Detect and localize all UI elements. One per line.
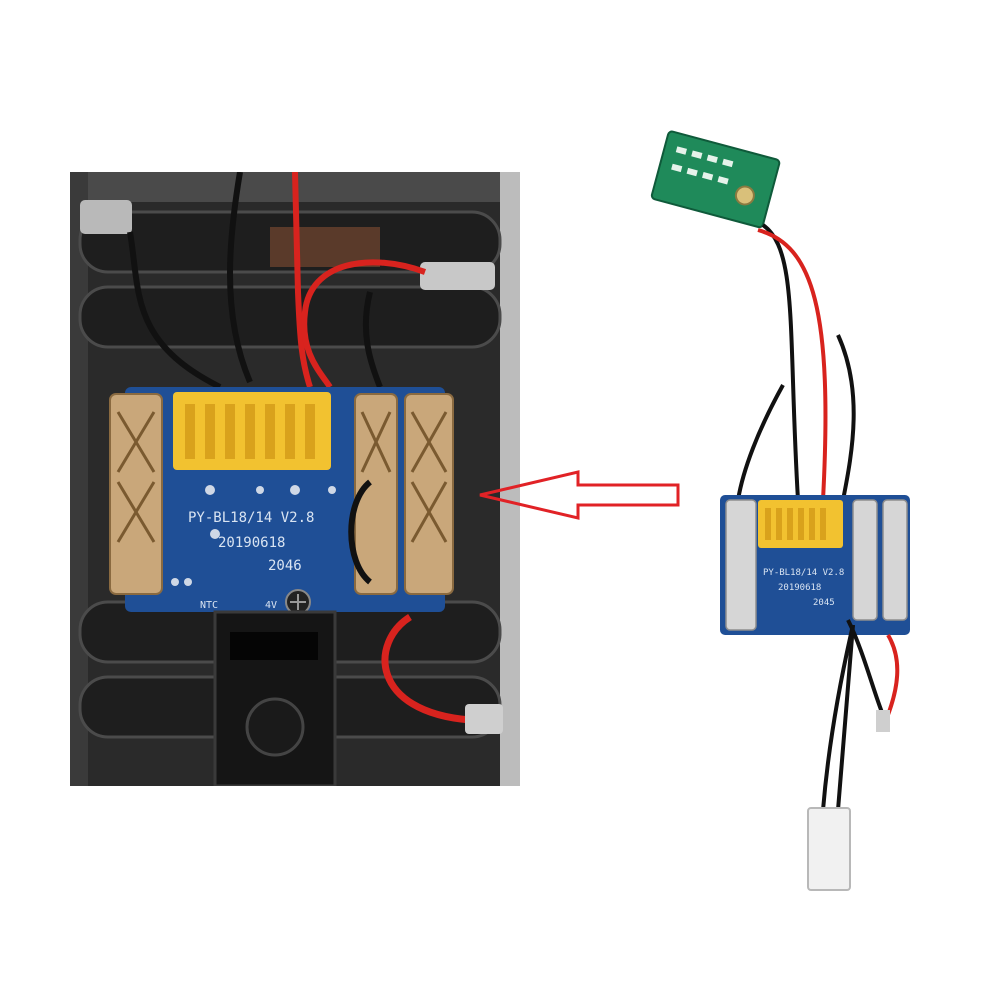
board-model-label: PY-BL18/14 V2.8 [188,510,314,526]
board-date-label: 20190618 [778,583,821,593]
red-wire [884,633,900,721]
board-date-label: 20190618 [218,535,285,551]
black-wire [761,223,800,501]
black-wire [127,231,222,390]
ntc-pad-label: NTC [200,600,218,611]
wire-tip [876,710,890,732]
terminal-right [404,393,454,595]
terminal-right [882,499,908,621]
red-wire [757,228,828,501]
push-button [734,185,755,206]
red-wire [292,172,313,388]
red-arrow [478,470,682,520]
black-wire [836,334,856,501]
cell-tab [80,200,132,234]
black-wire [362,291,383,389]
red-wire [301,259,427,389]
4v-pad-label: 4V [265,600,277,611]
black-wire [736,384,785,501]
arrow-left-icon [479,470,680,520]
black-wire [821,624,855,811]
terminal-left [725,499,757,631]
standalone-board-photo: PY-BL18/14 V2.8 20190618 2045 [648,130,920,900]
white-connector-plug [807,807,851,891]
black-wire [227,172,253,384]
red-wire [381,614,471,724]
cell-cradles [78,210,502,739]
installed-board-photo: PY-BL18/14 V2.8 20190618 2046 NTC 4V [70,172,520,786]
board-code-label: 2046 [268,558,302,574]
terminal-left [109,393,163,595]
cell-tab [465,704,503,734]
standalone-board-illustration: PY-BL18/14 V2.8 20190618 2045 [650,130,910,891]
installed-board-illustration: PY-BL18/14 V2.8 20190618 2046 NTC 4V [70,172,520,786]
housing-edge [500,172,520,786]
black-wire [836,624,855,811]
led-board [650,130,781,229]
cell-tab [420,262,495,290]
board-code-label: 2045 [813,598,835,608]
terminal-mid [852,499,878,621]
board-model-label: PY-BL18/14 V2.8 [763,568,844,578]
black-wire [348,479,373,585]
terminal-mid [354,393,398,595]
